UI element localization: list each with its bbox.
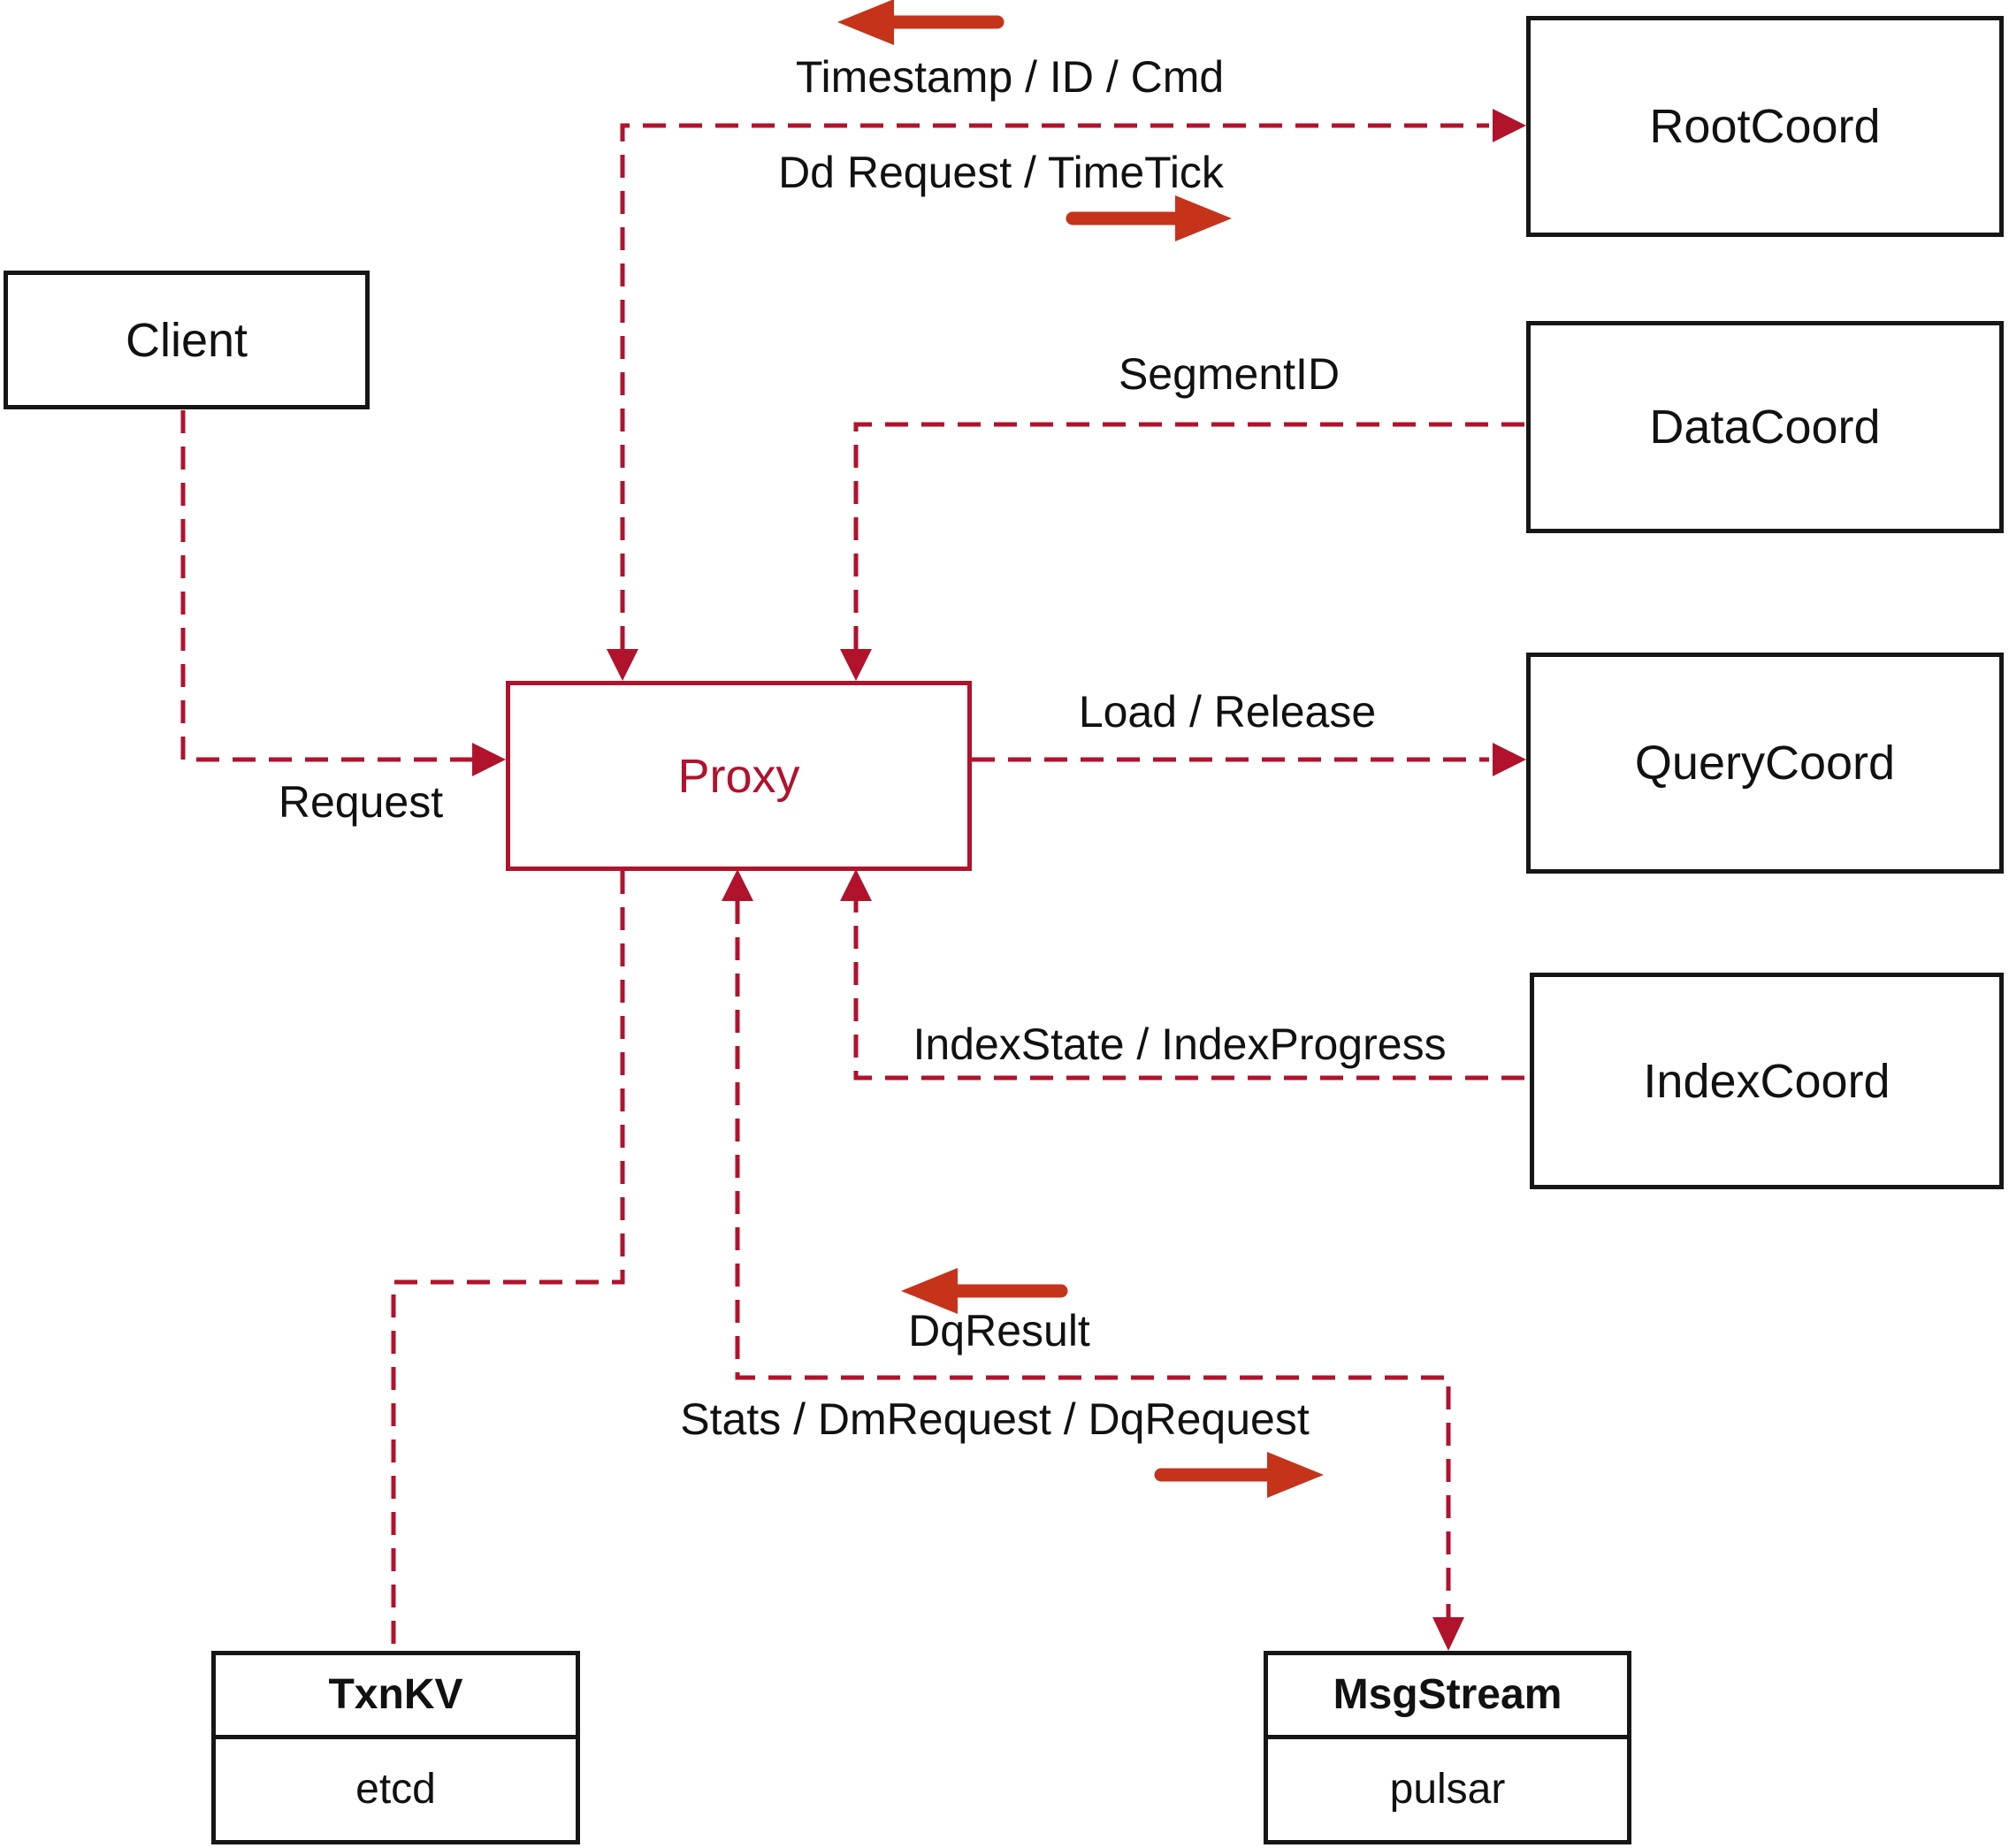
node-msgstream-title: MsgStream [1268, 1655, 1627, 1739]
node-client: Client [4, 271, 370, 409]
node-client-label: Client [125, 313, 248, 367]
edge-client-proxy [180, 410, 506, 776]
arrow-right-stats-icon [1154, 1452, 1324, 1498]
edge-label-timestamp-id-cmd: Timestamp / ID / Cmd [795, 52, 1225, 102]
node-proxy: Proxy [506, 681, 972, 871]
edge-label-load-release: Load / Release [1078, 687, 1377, 737]
edge-label-stats-dm-dq-request: Stats / DmRequest / DqRequest [680, 1394, 1310, 1444]
node-msgstream: MsgStream pulsar [1264, 1651, 1631, 1844]
node-proxy-label: Proxy [677, 749, 800, 803]
edge-label-dq-result: DqResult [908, 1306, 1090, 1355]
node-txnkv-title: TxnKV [216, 1655, 576, 1739]
edge-indexcoord-proxy [840, 869, 1524, 1081]
node-datacoord: DataCoord [1526, 321, 2004, 533]
edge-proxy-rootcoord [607, 109, 1526, 681]
edge-datacoord-proxy [840, 422, 1524, 681]
node-datacoord-label: DataCoord [1649, 401, 1881, 454]
edge-label-request: Request [278, 777, 444, 827]
node-txnkv-subtitle: etcd [355, 1766, 436, 1813]
edge-label-index-state-progress: IndexState / IndexProgress [913, 1019, 1447, 1069]
edge-proxy-txnkv [391, 871, 625, 1648]
node-querycoord-label: QueryCoord [1634, 737, 1896, 790]
edge-proxy-msgstream [722, 869, 1464, 1651]
arrow-left-timestamp-icon [837, 0, 1004, 45]
node-indexcoord: IndexCoord [1530, 973, 2004, 1189]
node-indexcoord-label: IndexCoord [1643, 1054, 1891, 1108]
edge-proxy-querycoord [972, 743, 1526, 776]
arrow-left-dqresult-icon [901, 1268, 1068, 1314]
node-rootcoord: RootCoord [1526, 16, 2004, 237]
node-querycoord: QueryCoord [1526, 653, 2004, 874]
node-txnkv: TxnKV etcd [211, 1651, 580, 1844]
node-rootcoord-label: RootCoord [1649, 100, 1881, 153]
node-msgstream-subtitle: pulsar [1389, 1766, 1506, 1813]
arrow-right-dd-request-icon [1066, 195, 1232, 241]
edge-label-segment-id: SegmentID [1118, 349, 1341, 399]
edge-label-dd-request-timetick: Dd Request / TimeTick [778, 148, 1224, 197]
